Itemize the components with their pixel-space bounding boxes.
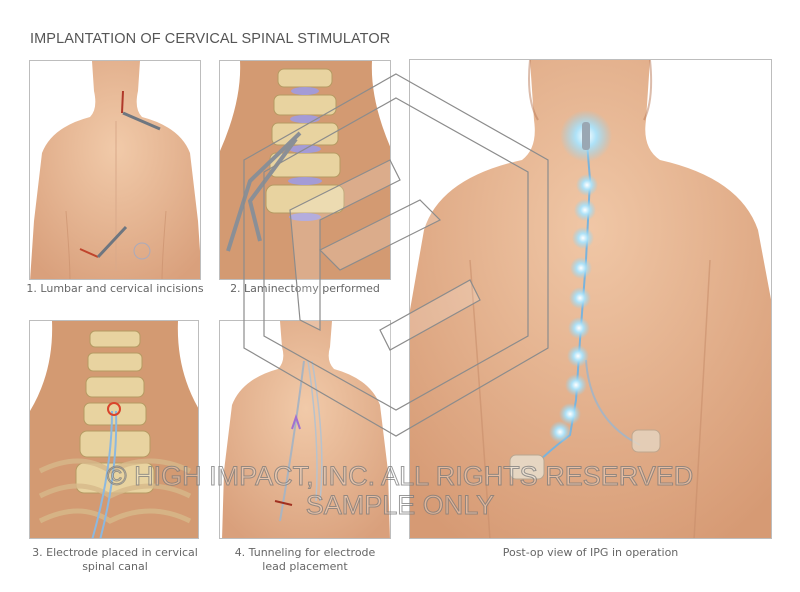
scalpel-icon [122, 111, 161, 131]
electrode-spine-illustration [30, 321, 198, 538]
caption-step-1: 1. Lumbar and cervical incisions [26, 282, 204, 295]
caption-post-op: Post-op view of IPG in operation [502, 546, 679, 559]
tunneling-illustration [222, 321, 390, 538]
caption-step-2: 2. Laminectomy performed [230, 282, 380, 295]
caption-step-3: 3. Electrode placed in cervical spinal c… [20, 546, 210, 574]
panel-lumbar-cervical-incisions [29, 60, 201, 280]
caption-step-3-line1: 3. Electrode placed in cervical [32, 546, 198, 559]
panel-post-op-ipg [409, 59, 772, 539]
panel-laminectomy [219, 60, 391, 280]
back-illustration [30, 61, 200, 279]
panel-electrode-placement [29, 320, 199, 539]
electrode-lead [91, 410, 118, 538]
page-title: IMPLANTATION OF CERVICAL SPINAL STIMULAT… [30, 31, 391, 47]
post-op-back-illustration [410, 60, 771, 538]
panel-tunneling [219, 320, 391, 539]
caption-step-4-line2: lead placement [262, 560, 348, 573]
ipg-device [509, 454, 545, 480]
caption-step-4-line1: 4. Tunneling for electrode [234, 546, 376, 559]
caption-step-3-line2: spinal canal [82, 560, 148, 573]
cervical-spine-illustration [220, 61, 390, 279]
caption-step-4: 4. Tunneling for electrode lead placemen… [210, 546, 400, 574]
